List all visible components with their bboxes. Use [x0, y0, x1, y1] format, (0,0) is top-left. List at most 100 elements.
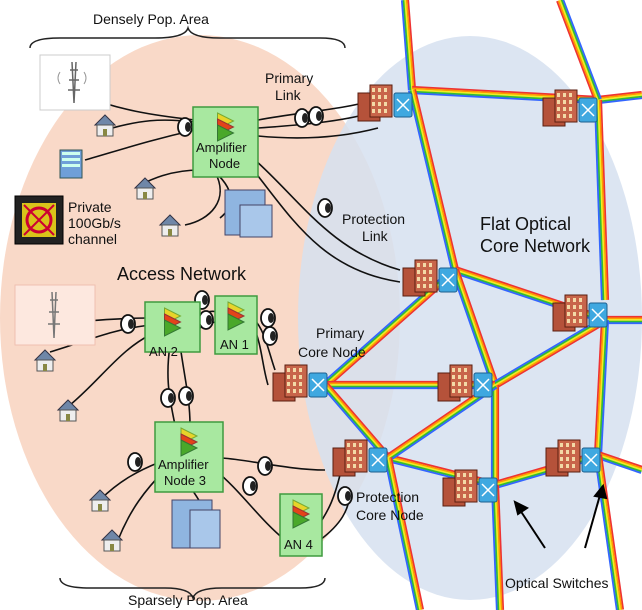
houses [33, 114, 182, 552]
primary-link-label-1: Primary [265, 70, 313, 86]
core-network-label-1: Flat Optical [480, 214, 571, 234]
office-building-icon-3 [171, 499, 221, 549]
core-fiber-9-0 [496, 321, 608, 389]
core-node-8 [545, 439, 601, 477]
office-building-icon [59, 149, 83, 179]
core-fiber-17-3 [597, 455, 642, 473]
fiber-spools [120, 106, 353, 506]
core-fiber-8-2 [454, 269, 496, 386]
core-fiber-16-0 [593, 319, 603, 455]
core-fiber-5-2 [559, 0, 599, 101]
core-fiber-4-2 [597, 99, 606, 301]
core-fiber-20-1 [598, 454, 623, 610]
protection-core-node-label-2: Core Node [356, 507, 424, 523]
core-fiber-3-0 [414, 89, 459, 270]
primary-link-label-2: Link [275, 87, 302, 103]
protection-link-label-2: Link [362, 228, 389, 244]
core-fiber-19-1 [495, 484, 503, 610]
core-fiber-13-3 [323, 385, 388, 460]
fiber-spool-7 [260, 308, 276, 328]
fiber-spool-13 [242, 476, 258, 496]
core-fiber-17-1 [598, 452, 642, 470]
fiber-spool-3 [317, 198, 333, 218]
an1-label: AN 1 [220, 337, 249, 352]
amplifier-node3-label-1: Amplifier [158, 457, 209, 472]
amplifier-node-label-2: Node [209, 156, 240, 171]
fiber-spool-0 [177, 117, 193, 137]
private-channel-icon [14, 195, 64, 245]
protection-core-node-label-1: Protection [356, 489, 419, 505]
core-fiber-0-1 [405, 0, 415, 90]
access-node-boxes [144, 106, 323, 557]
core-fiber-8-3 [452, 270, 495, 386]
fiber-spool-14 [337, 486, 353, 506]
core-fiber-20-4 [593, 455, 618, 610]
core-fiber-20-3 [595, 455, 620, 610]
core-fiber-2-3 [598, 95, 642, 103]
core-fiber-2-4 [598, 97, 642, 105]
fiber-spool-6 [198, 310, 214, 330]
core-fiber-19-0 [497, 484, 505, 610]
core-fiber-20-0 [600, 454, 625, 610]
core-fiber-13-2 [324, 384, 389, 459]
core-node-4 [272, 364, 328, 402]
core-fiber-17-4 [596, 457, 642, 474]
fiber-spool-12 [257, 456, 273, 476]
tower-icon [39, 54, 111, 111]
core-fiber-18-3 [388, 385, 497, 461]
core-fiber-0-3 [402, 0, 412, 91]
core-fiber-0-0 [407, 0, 417, 90]
core-fiber-16-1 [595, 319, 605, 455]
core-fiber-17-0 [598, 451, 642, 468]
core-fiber-21-3 [385, 458, 420, 610]
fiber-spool-8 [262, 326, 278, 346]
core-fiber-3-4 [408, 90, 453, 271]
house-icon-4 [56, 399, 80, 422]
access-node-box-3 [154, 421, 224, 493]
core-fiber-13-0 [326, 382, 392, 457]
core-fiber-19-4 [490, 485, 498, 610]
core-fiber-9-1 [495, 320, 607, 388]
core-fiber-19-2 [494, 484, 501, 610]
bottom-area-label: Sparsely Pop. Area [128, 592, 248, 608]
office-building-icon-2 [224, 189, 273, 238]
fiber-spool-10 [178, 386, 194, 406]
core-node-6 [332, 439, 388, 477]
core-fiber-9-3 [493, 317, 605, 385]
house-icon-0 [93, 114, 117, 137]
core-fiber-18-4 [389, 386, 498, 462]
core-fiber-4-3 [595, 100, 605, 301]
core-network-label-2: Core Network [480, 236, 591, 256]
primary-core-node-label-1: Primary [316, 325, 364, 341]
core-nodes [272, 84, 608, 507]
amplifier-node3-label-2: Node 3 [164, 473, 206, 488]
core-fiber-16-3 [598, 320, 608, 456]
core-fiber-4-1 [598, 99, 608, 300]
core-node-3 [552, 294, 608, 332]
an4-label: AN 4 [284, 537, 313, 552]
core-fiber-2-0 [597, 90, 642, 98]
amplifier-node-label-1: Amplifier [196, 140, 247, 155]
house-icon-6 [100, 529, 124, 552]
core-fiber-8-4 [451, 270, 493, 387]
primary-core-node-label-2: Core Node [298, 344, 366, 360]
fiber-spool-11 [127, 452, 143, 472]
core-fiber-5-4 [562, 0, 602, 100]
core-fiber-9-4 [492, 316, 604, 384]
access-node-box-4 [279, 493, 323, 557]
core-node-0 [357, 84, 413, 122]
core-fiber-17-2 [597, 454, 642, 471]
private-label-1: Private [68, 199, 112, 215]
core-fiber-0-2 [404, 0, 413, 91]
access-network-label: Access Network [117, 264, 247, 284]
core-fiber-0-4 [400, 0, 410, 91]
core-fiber-5-0 [556, 0, 596, 102]
core-fiber-14-0 [388, 454, 497, 483]
core-fiber-21-0 [390, 457, 425, 610]
core-fiber-3-1 [412, 89, 458, 270]
core-node-2 [402, 259, 458, 297]
protection-link-label-1: Protection [342, 211, 405, 227]
core-fiber-21-2 [387, 457, 421, 610]
house-icon-2 [158, 214, 182, 237]
